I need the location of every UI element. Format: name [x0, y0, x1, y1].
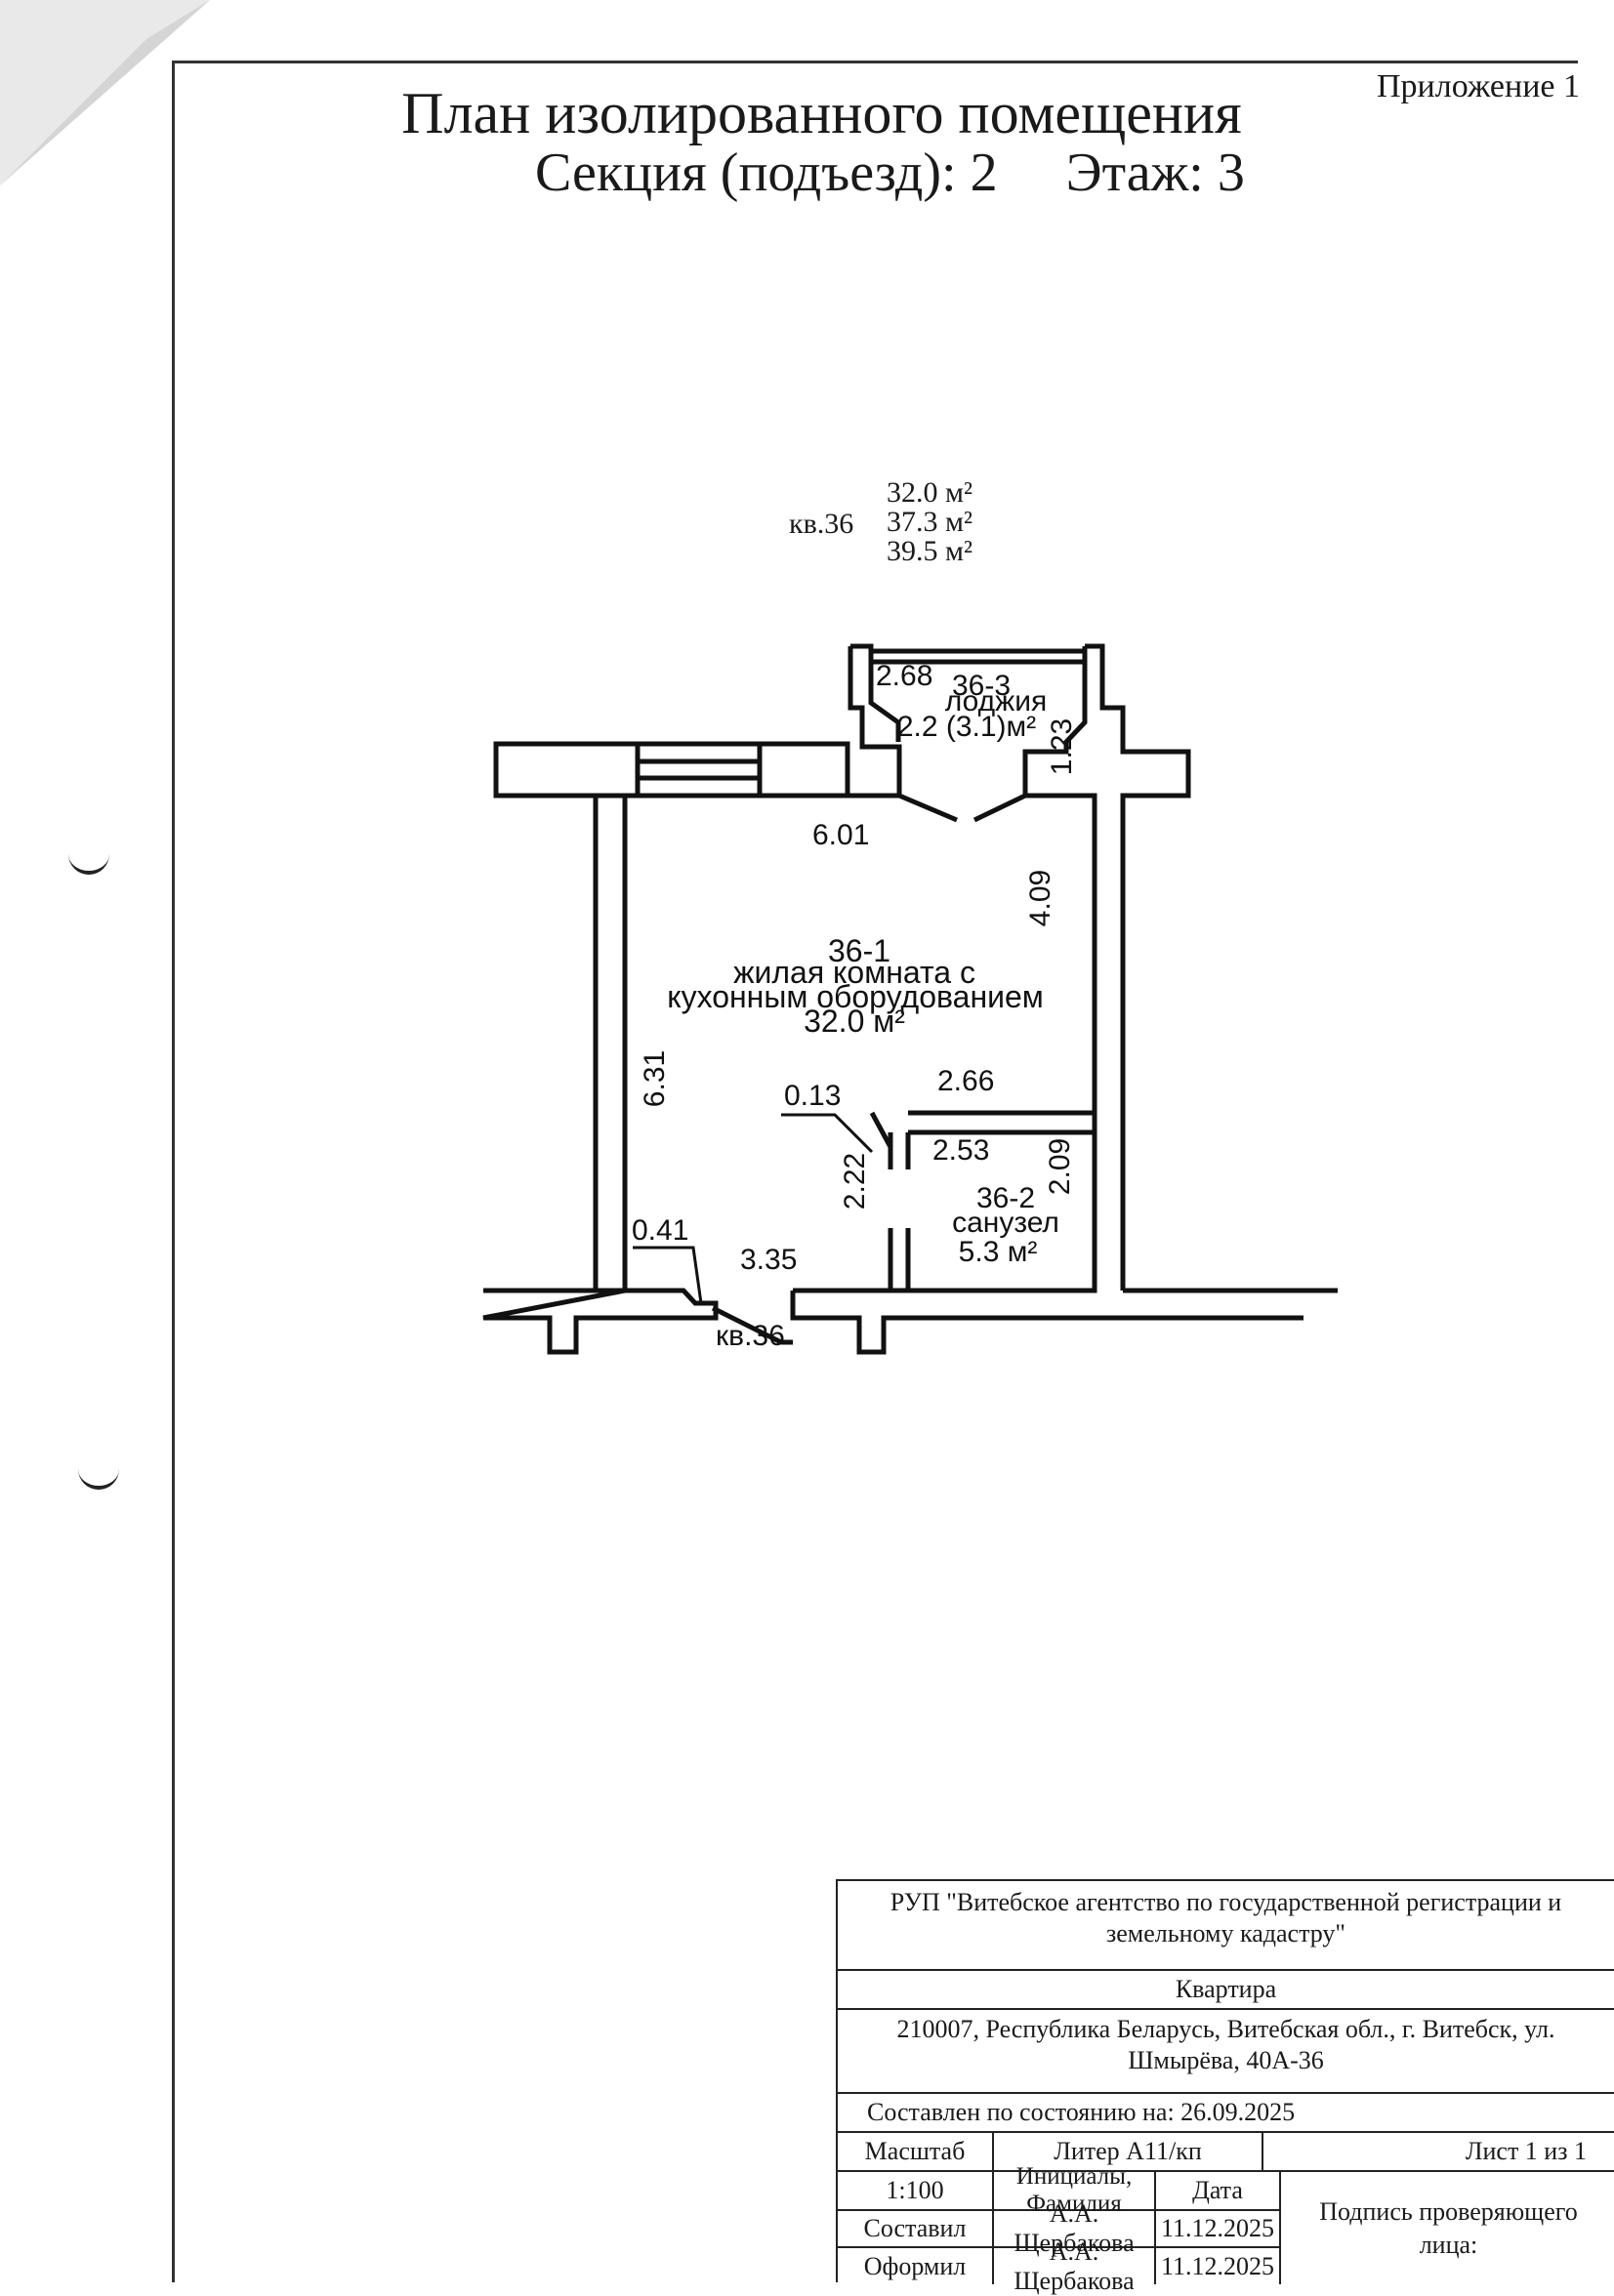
page-frame-top	[172, 61, 1578, 63]
stamp-date-header: Дата	[1156, 2172, 1281, 2211]
area-total-with-loggia: 39.5 м²	[887, 535, 973, 567]
stamp-row-name: А.А. Щербакова	[994, 2237, 1156, 2295]
room-id-loggia: 36-3	[952, 670, 1011, 702]
stamp-signature-header: Подпись проверяющего лица:	[1319, 2196, 1578, 2259]
stamp-row-role: Оформил	[838, 2248, 994, 2284]
punch-hole	[68, 849, 109, 875]
loggia-door-leaf	[898, 793, 958, 823]
room-area-loggia: 2.2 (3.1)м²	[897, 711, 1036, 743]
entrance-label: кв.36	[716, 1320, 785, 1352]
loggia-door-leaf	[973, 793, 1027, 823]
dim-corridor-height: 2.22	[839, 1153, 871, 1210]
bathroom-door-leaf	[869, 1111, 893, 1149]
room-name-loggia: лоджия	[945, 685, 1047, 718]
room-id-bathroom: 36-2	[976, 1182, 1035, 1214]
folded-corner-shadow	[0, 0, 210, 185]
window	[635, 741, 763, 799]
stamp-table: РУП "Витебское агентство по государствен…	[836, 1879, 1614, 2295]
stamp-organization: РУП "Витебское агентство по государствен…	[838, 1881, 1614, 1971]
room-name-bathroom: санузел	[952, 1207, 1059, 1239]
punch-hole	[78, 1464, 119, 1490]
page-frame-left	[172, 61, 175, 2282]
dim-room-width: 6.01	[812, 819, 869, 851]
dim-niche-depth: 0.13	[784, 1080, 841, 1112]
loggia-wall	[1085, 643, 1191, 1291]
dim-loggia-depth: 1.23	[1046, 718, 1078, 775]
stamp-row-date: 11.12.2025	[1156, 2211, 1281, 2248]
bottom-wall-left	[482, 1288, 719, 1355]
apartment-number: кв.36	[789, 508, 854, 540]
entrance-door-leaf	[711, 1305, 783, 1345]
floor-label: Этаж: 3	[1065, 143, 1245, 203]
area-total: 37.3 м²	[887, 506, 973, 538]
dim-entrance-width: 3.35	[740, 1244, 797, 1276]
loggia-wall	[1022, 646, 1097, 1291]
leader-niche	[781, 1113, 874, 1154]
exterior-wall-left	[493, 741, 641, 799]
appendix-label: Приложение 1	[1377, 68, 1580, 104]
room-name-living-2: кухонным оборудованием	[667, 979, 1044, 1014]
stamp-row-role: Составил	[838, 2211, 994, 2248]
bathroom-wall	[908, 1110, 1095, 1135]
dim-room-right: 4.09	[1024, 870, 1056, 926]
stamp-scale-value: 1:100	[838, 2172, 994, 2211]
stamp-sheet: Лист 1 из 1	[1263, 2133, 1614, 2172]
section-label: Секция (подъезд): 2	[535, 143, 998, 203]
room-area-bathroom: 5.3 м²	[959, 1236, 1038, 1268]
stamp-as-of-date: Составлен по состоянию на: 26.09.2025	[838, 2094, 1614, 2133]
dim-bath-top-outer: 2.66	[937, 1065, 994, 1097]
page-title: План изолированного помещения	[401, 81, 1242, 145]
dim-room-left: 6.31	[639, 1050, 671, 1107]
stamp-object-type: Квартира	[838, 1971, 1614, 2010]
stamp-row-date: 11.12.2025	[1156, 2248, 1281, 2284]
bathroom-wall	[888, 1228, 911, 1291]
bottom-wall-right	[790, 1132, 1338, 1355]
room-id-living: 36-1	[828, 933, 890, 968]
room-area-living: 32.0 м²	[804, 1004, 905, 1039]
dim-bath-height: 2.09	[1044, 1138, 1076, 1195]
exterior-wall-left	[593, 796, 628, 1293]
stamp-liter: Литер А11/кп	[994, 2133, 1263, 2172]
stamp-address: 210007, Республика Беларусь, Витебская о…	[838, 2010, 1614, 2094]
dim-loggia-width: 2.68	[876, 660, 932, 692]
stamp-scale-label: Масштаб	[838, 2133, 994, 2172]
bathroom-wall	[888, 1132, 911, 1169]
loggia-wall	[850, 643, 901, 742]
dim-bath-top-inner: 2.53	[932, 1134, 989, 1167]
room-name-living-1: жилая комната с	[733, 955, 975, 990]
leader-wall-thickness	[633, 1246, 703, 1304]
area-values: 32.0 м² 37.3 м² 39.5 м²	[887, 478, 973, 566]
page-subtitle: Секция (подъезд): 2 Этаж: 3	[535, 142, 1245, 204]
exterior-wall-left	[760, 741, 850, 799]
area-living: 32.0 м²	[887, 476, 973, 509]
dim-wall-thickness: 0.41	[632, 1214, 688, 1247]
